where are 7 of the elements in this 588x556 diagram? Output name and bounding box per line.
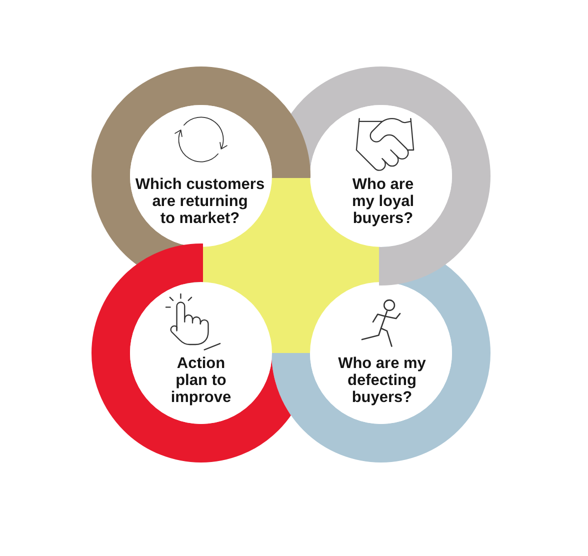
question-ring	[271, 66, 491, 286]
question-ring	[91, 66, 311, 286]
question-text: Which customers are returning to market?	[134, 176, 266, 227]
question-text: Action plan to improve	[170, 355, 232, 406]
question-ring	[271, 243, 491, 463]
question-text: Who are my loyal buyers?	[350, 176, 416, 227]
question-text: Who are my defecting buyers?	[337, 355, 427, 406]
